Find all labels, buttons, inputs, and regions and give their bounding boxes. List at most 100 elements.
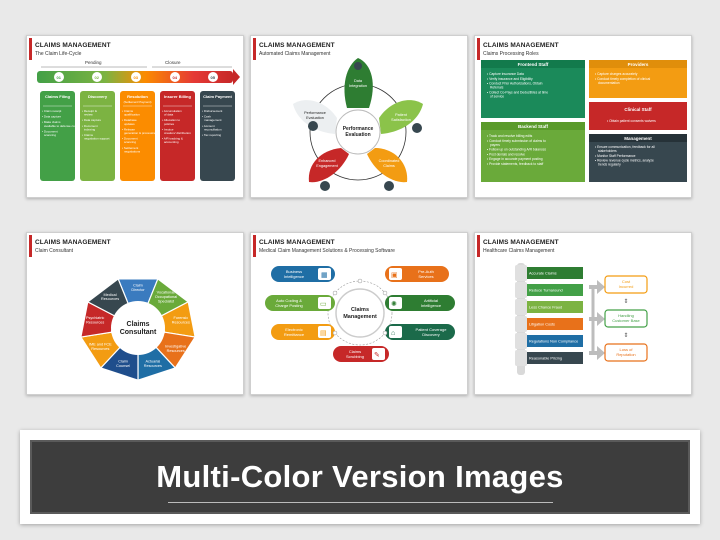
- role-list-item: • Track and resolve billing edits: [487, 134, 533, 138]
- svg-text:Scrubbing: Scrubbing: [346, 354, 364, 359]
- slide-thumbnail-medical-software[interactable]: CLAIMS MANAGEMENT Medical Claim Manageme…: [250, 232, 468, 395]
- slide-subtitle: Automated Claims Management: [259, 51, 331, 57]
- svg-text:Pre-Auth: Pre-Auth: [418, 269, 434, 274]
- svg-text:Customer Base: Customer Base: [612, 318, 640, 323]
- svg-text:Incurred: Incurred: [619, 284, 634, 289]
- phase-label-pending: Pending: [85, 60, 102, 65]
- svg-text:Charge Posting: Charge Posting: [275, 303, 303, 308]
- step-number: 02: [95, 75, 100, 80]
- svg-text:Satisfaction: Satisfaction: [391, 118, 411, 122]
- chart-icon: ▦: [321, 272, 328, 279]
- brush-icon: ✎: [374, 352, 380, 359]
- svg-text:Performance: Performance: [343, 126, 374, 132]
- svg-text:Engagement: Engagement: [316, 164, 338, 168]
- providers-head: Providers: [628, 62, 649, 67]
- role-list-item: • Conduct timely submission of claims to…: [487, 139, 546, 147]
- svg-text:Evaluation: Evaluation: [306, 116, 324, 120]
- slide-thumbnail-automated-claims[interactable]: CLAIMS MANAGEMENT Automated Claims Manag…: [250, 35, 468, 198]
- svg-text:Artificial: Artificial: [424, 298, 438, 303]
- lifecycle-column-head: Resolution: [127, 94, 148, 99]
- scroll-item: [521, 318, 583, 330]
- svg-text:Cost: Cost: [622, 279, 631, 284]
- svg-text:Consultant: Consultant: [120, 329, 157, 336]
- roles-diagram: Frontend Staff • Capture insurance Data•…: [481, 60, 687, 182]
- slide-title: CLAIMS MANAGEMENT: [35, 239, 111, 246]
- svg-text:Business: Business: [286, 269, 302, 274]
- scroll-item: [521, 284, 583, 296]
- lifecycle-column: [40, 91, 75, 181]
- footer-banner: Multi-Color Version Images: [30, 440, 690, 514]
- step-number: 03: [134, 75, 139, 80]
- role-list-item: • Obtain patient consents waivers: [607, 119, 656, 123]
- pill-patient-coverage: [385, 324, 455, 340]
- title-accent-bar: [29, 38, 32, 60]
- lifecycle-item: • Disbursement: [202, 109, 223, 113]
- slide-thumbnail-claim-life-cycle[interactable]: CLAIMS MANAGEMENT The Claim Life-Cycle P…: [26, 35, 244, 198]
- svg-text:Data: Data: [354, 79, 363, 83]
- lifecycle-item: • A/R tracking &accounting: [162, 137, 183, 145]
- title-accent-bar: [29, 235, 32, 257]
- petal-patient-satisfaction: [379, 100, 423, 134]
- lifecycle-column: [160, 91, 195, 181]
- petal-center: [335, 109, 381, 155]
- lifecycle-column-head: Discovery: [88, 94, 108, 99]
- lifecycle-column-head: Claims Filing: [45, 94, 70, 99]
- slide-subtitle: Claims Processing Roles: [483, 51, 539, 57]
- svg-text:Management: Management: [343, 314, 377, 320]
- svg-text:Performance: Performance: [304, 111, 326, 115]
- svg-text:Claims: Claims: [127, 321, 150, 328]
- step-number: 01: [57, 75, 62, 80]
- svg-text:Claims: Claims: [383, 164, 395, 168]
- outcome-box: [604, 275, 648, 294]
- svg-text:Coordinated: Coordinated: [379, 159, 400, 163]
- slide-title: CLAIMS MANAGEMENT: [483, 239, 559, 246]
- scroll-item-label: Litigation Costs: [529, 323, 555, 327]
- lifecycle-columns: Claims Filing• Claim receipt• Data captu…: [40, 91, 235, 181]
- svg-text:Claims: Claims: [351, 307, 369, 313]
- svg-text:Patient Coverage: Patient Coverage: [416, 327, 448, 332]
- brain-icon: ✺: [391, 300, 397, 308]
- slide-title: CLAIMS MANAGEMENT: [35, 42, 111, 49]
- step-number: 05: [211, 75, 216, 80]
- svg-text:Reputation: Reputation: [616, 352, 635, 357]
- role-list-item: • Capture insurance Data: [487, 72, 524, 76]
- management-head: Management: [624, 136, 652, 141]
- role-list-item: • Monitor Staff Performance: [595, 154, 636, 158]
- slide-thumbnail-processing-roles[interactable]: CLAIMS MANAGEMENT Claims Processing Role…: [474, 35, 692, 198]
- slide-subtitle: Healthcare Claims Management: [483, 248, 555, 254]
- slide-title: CLAIMS MANAGEMENT: [259, 42, 335, 49]
- backend-staff-head: Backend Staff: [518, 124, 549, 129]
- scroll-item-label: Reduce Turnaround: [529, 289, 563, 293]
- outcome-box: [604, 343, 648, 362]
- step-markers: 01 02 03 04 05: [54, 72, 218, 82]
- svg-text:Electronic: Electronic: [285, 327, 303, 332]
- petal-diagram: Performance Evaluation Data Integration …: [293, 58, 423, 191]
- slide-thumbnail-healthcare-claims[interactable]: CLAIMS MANAGEMENT Healthcare Claims Mana…: [474, 232, 692, 395]
- lifecycle-column: [120, 91, 155, 181]
- slide-thumbnail-claim-consultant[interactable]: CLAIMS MANAGEMENT Claim Consultant Claim…: [26, 232, 244, 395]
- role-list-item: • Follow up on outstanding A/R balances: [487, 148, 546, 152]
- role-list-item: • Capture charges accurately: [595, 72, 638, 76]
- title-accent-bar: [477, 38, 480, 60]
- lifecycle-column: [80, 91, 115, 181]
- scroll-item-label: Regulations Non Compliance: [529, 340, 578, 344]
- lifecycle-item: • Data capture: [82, 118, 101, 122]
- pill-artificial-intelligence: [385, 295, 455, 311]
- petal-coordinated-claims: [367, 148, 408, 183]
- svg-text:Claims: Claims: [349, 349, 361, 354]
